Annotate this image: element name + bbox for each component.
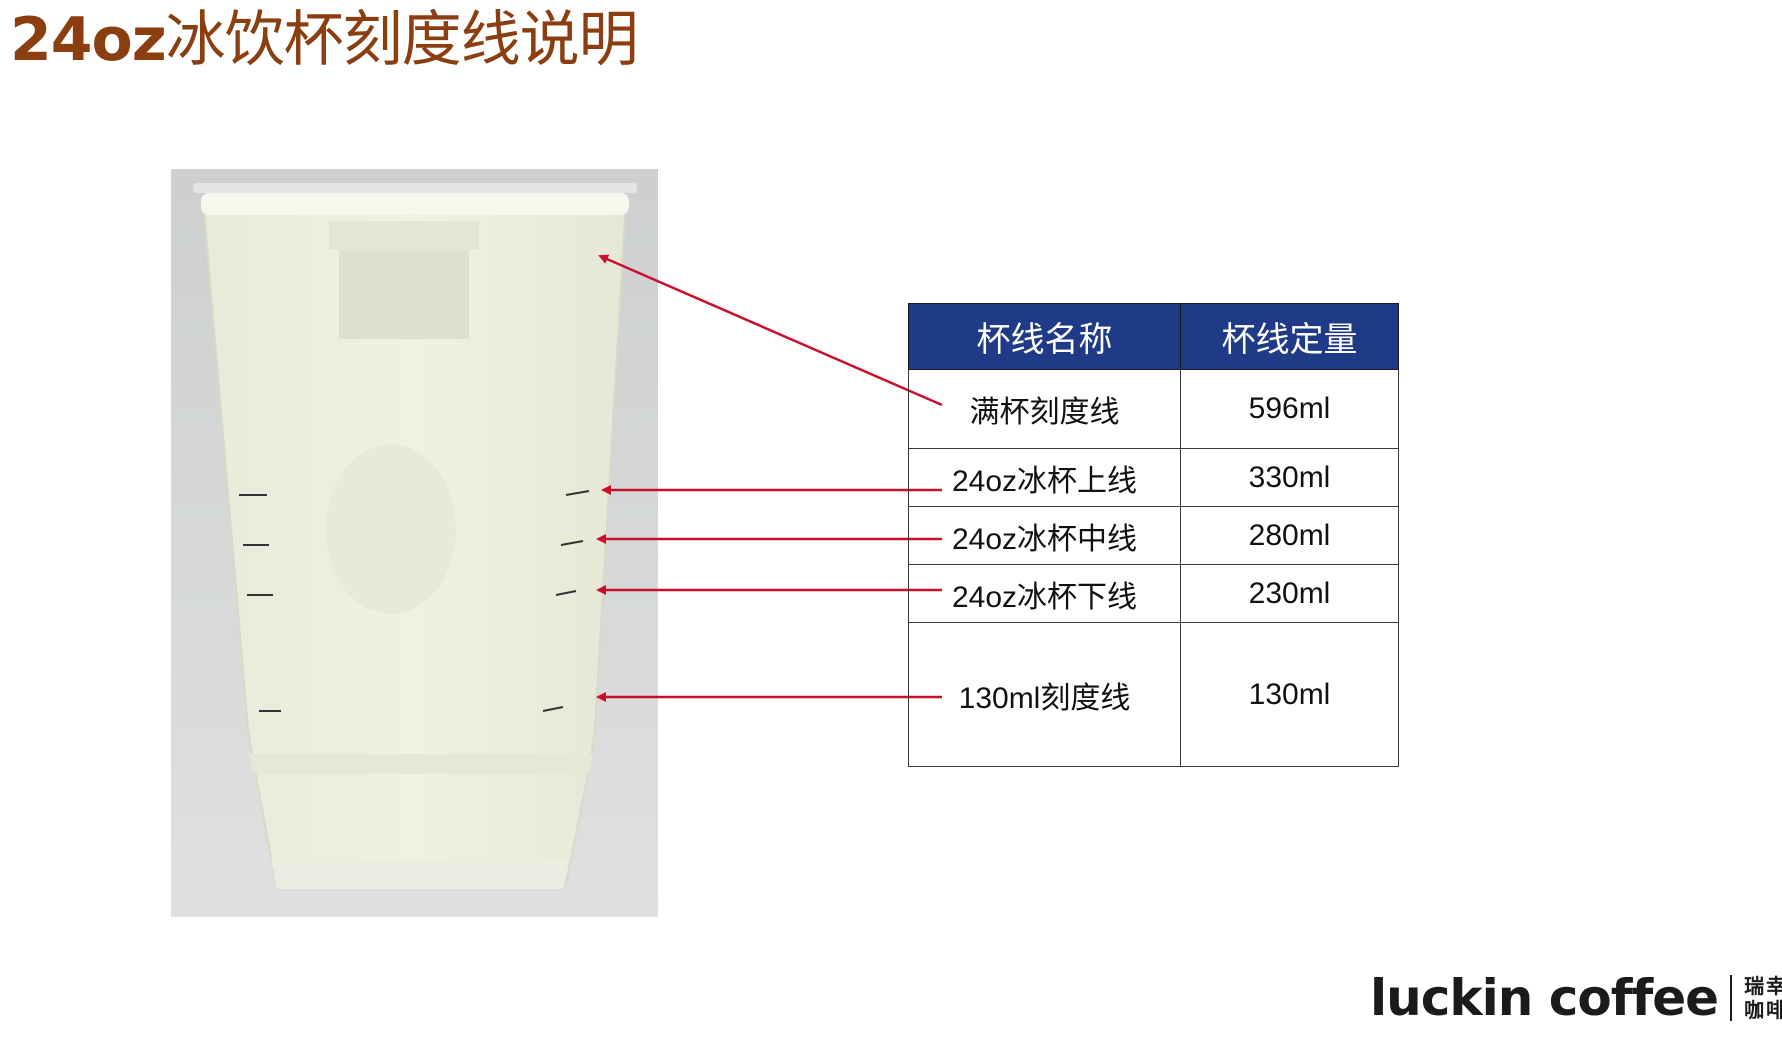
header-line-name: 杯线名称 <box>908 303 1181 370</box>
brand-cn-line1: 瑞幸 <box>1744 974 1782 998</box>
line-name-cell: 24oz冰杯上线 <box>908 448 1181 507</box>
table-row: 24oz冰杯中线 280ml <box>908 506 1399 565</box>
brand-cn-line2: 咖啡 <box>1744 998 1782 1022</box>
line-name-cell: 满杯刻度线 <box>908 369 1181 449</box>
page-title: 24oz冰饮杯刻度线说明 <box>10 4 639 76</box>
table-row: 24oz冰杯上线 330ml <box>908 448 1399 507</box>
cup-line-table: 杯线名称 杯线定量 满杯刻度线 596ml 24oz冰杯上线 330ml 24o… <box>908 303 1399 767</box>
luckin-coffee-logo: luckin coffee 瑞幸 咖啡 <box>1370 968 1782 1028</box>
title-text: 冰饮杯刻度线说明 <box>165 5 639 75</box>
line-amount-cell: 230ml <box>1180 564 1399 623</box>
brand-divider <box>1730 975 1733 1021</box>
header-line-amount: 杯线定量 <box>1180 303 1399 370</box>
line-amount-cell: 280ml <box>1180 506 1399 565</box>
table-header-row: 杯线名称 杯线定量 <box>908 303 1399 370</box>
brand-name: luckin coffee <box>1370 969 1719 1027</box>
table-row: 130ml刻度线 130ml <box>908 622 1399 767</box>
line-amount-cell: 596ml <box>1180 369 1399 449</box>
title-prefix: 24oz <box>10 5 167 75</box>
cup-photo <box>171 169 658 917</box>
line-amount-cell: 330ml <box>1180 448 1399 507</box>
line-name-cell: 130ml刻度线 <box>908 622 1181 767</box>
line-amount-cell: 130ml <box>1180 622 1399 767</box>
cup-illustration <box>193 183 637 889</box>
table-row: 满杯刻度线 596ml <box>908 369 1399 449</box>
line-name-cell: 24oz冰杯下线 <box>908 564 1181 623</box>
table-row: 24oz冰杯下线 230ml <box>908 564 1399 623</box>
line-name-cell: 24oz冰杯中线 <box>908 506 1181 565</box>
brand-chinese: 瑞幸 咖啡 <box>1744 974 1782 1022</box>
